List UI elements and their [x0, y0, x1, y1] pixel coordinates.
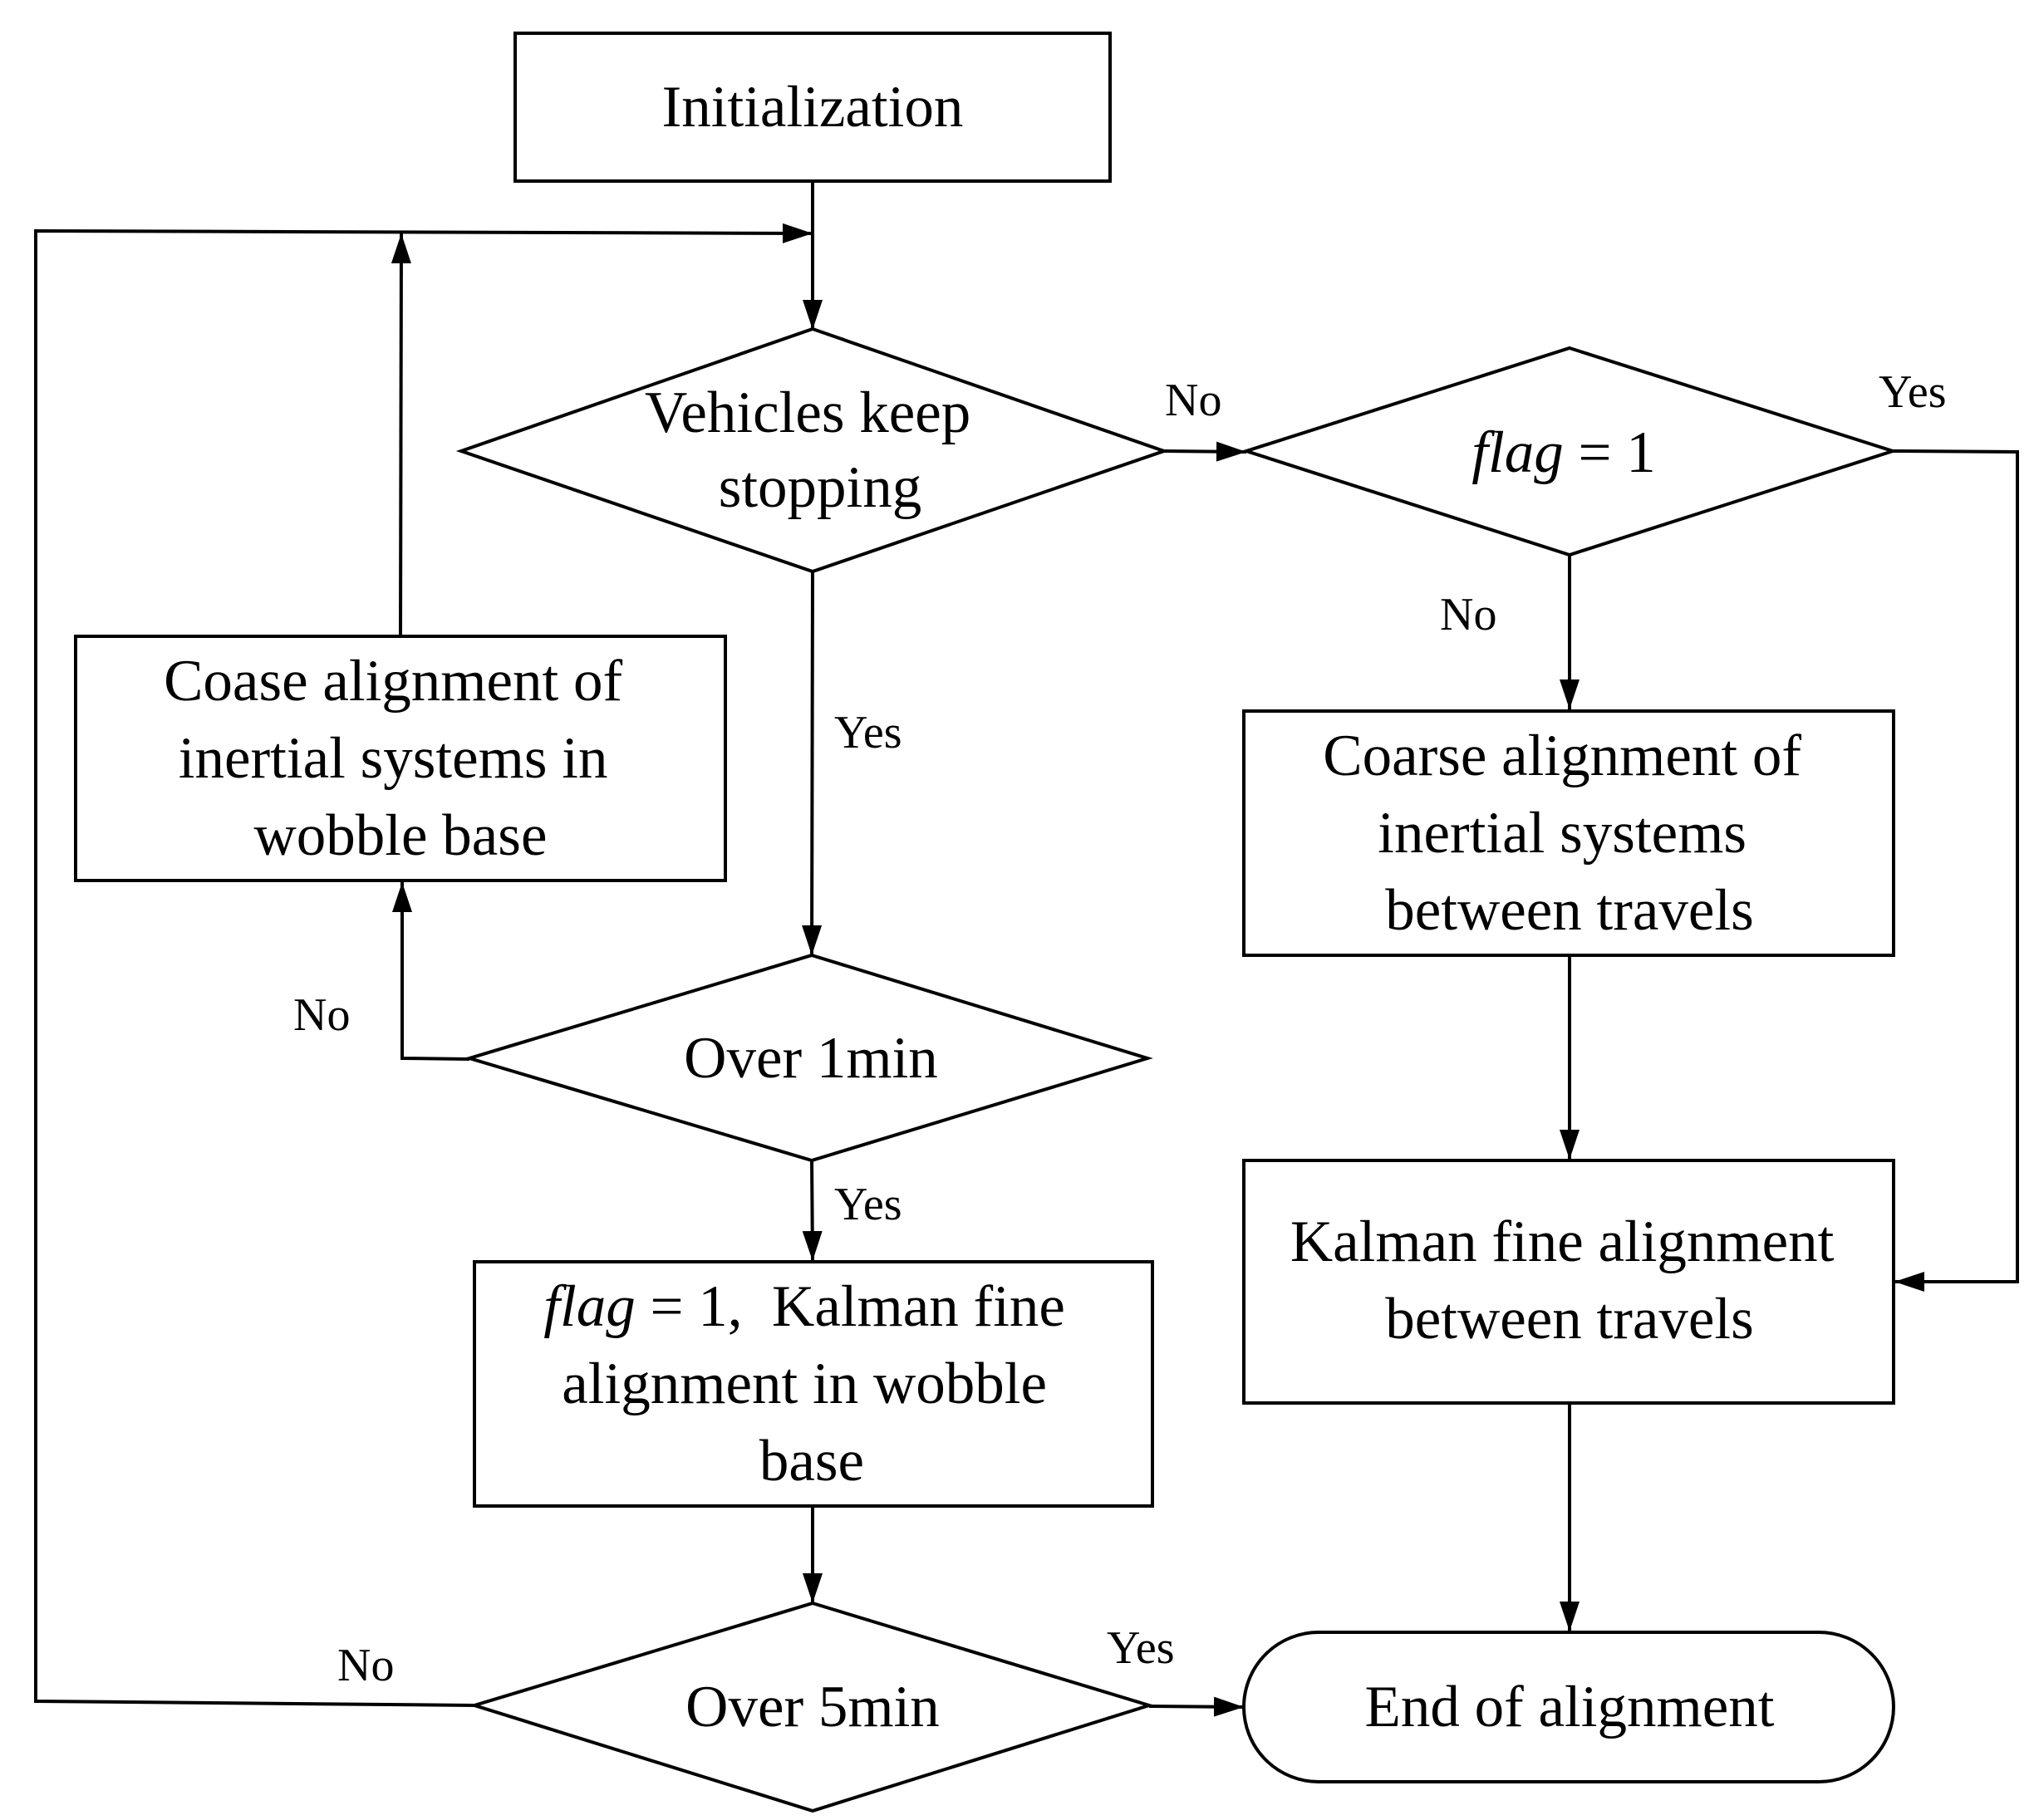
kalman-travel-line-2: between travels: [1385, 1287, 1754, 1352]
edge-vehicles-no: [1163, 441, 1247, 462]
over-1min-label: Over 1min: [684, 1026, 938, 1091]
coase-line-2: inertial systems in: [179, 726, 608, 791]
svg-text:flag = 1, Kalman fine a: flag = 1, Kalman fine alignment in wobbl…: [543, 1274, 1079, 1494]
kalman-line-1: = 1, Kalman fine: [636, 1274, 1065, 1339]
edge-over5-yes: [1148, 1696, 1245, 1717]
svg-text:End of alignment: End of alignment: [1365, 1675, 1775, 1739]
edge-coase-to-loop: [391, 233, 411, 636]
decision-over-1min: Over 1min: [464, 953, 1153, 1163]
edge-over5-no-loop: [34, 223, 813, 1707]
label-vehicles-yes: Yes: [834, 707, 902, 758]
label-over5-no: No: [337, 1640, 394, 1691]
node-coase-alignment-wobble: Coase alignment of inertial systems in w…: [74, 635, 727, 882]
label-over1-no: No: [293, 989, 350, 1041]
node-kalman-wobble: flag = 1, Kalman fine alignment in wobbl…: [473, 1260, 1154, 1508]
svg-text:Vehicles keep stopping: Vehicles keep stopping: [645, 380, 985, 520]
node-coarse-alignment-travels: Coarse alignment of inertial systems bet…: [1242, 709, 1895, 957]
flag-equals-label: = 1: [1564, 420, 1656, 485]
end-label: End of alignment: [1365, 1675, 1775, 1739]
svg-text:Initialization: Initialization: [662, 75, 964, 140]
vehicles-keep-label: Vehicles keep: [645, 380, 970, 445]
terminal-end-of-alignment: End of alignment: [1242, 1631, 1895, 1783]
edges: [34, 182, 2019, 1717]
kalman-line-3: base: [759, 1429, 864, 1494]
label-over5-yes: Yes: [1107, 1622, 1174, 1674]
svg-text:Coarse alignment of iner: Coarse alignment of inertial systems bet…: [1323, 724, 1815, 943]
edge-over1-no: [392, 882, 470, 1061]
stopping-label: stopping: [719, 455, 922, 520]
node-initialization: Initialization: [513, 32, 1112, 183]
coase-line-1: Coase alignment of: [164, 649, 622, 714]
svg-text:Coase alignment of inert: Coase alignment of inertial systems in w…: [164, 649, 637, 868]
flag-italic-label: flag: [1471, 420, 1563, 485]
kalman-flag-italic: flag: [543, 1274, 635, 1339]
over-5min-label: Over 5min: [685, 1675, 940, 1739]
coarse-line-2: inertial systems: [1378, 801, 1747, 866]
edge-labels: No Yes Yes No No Yes No Yes: [293, 366, 1946, 1691]
node-kalman-travels: Kalman fine alignment between travels: [1242, 1159, 1895, 1405]
edge-vehicles-yes: [802, 571, 823, 956]
kalman-line-2: alignment in wobble: [562, 1352, 1047, 1416]
svg-text:flag = 1: flag = 1: [1471, 420, 1656, 485]
decision-flag-equals-1: flag = 1: [1241, 346, 1899, 557]
label-over1-yes: Yes: [834, 1179, 902, 1230]
decision-vehicles-keep-stopping: Vehicles keep stopping: [455, 326, 1170, 574]
coase-line-3: wobble base: [254, 803, 548, 868]
svg-text:Over 5min: Over 5min: [685, 1675, 940, 1739]
kalman-travel-line-1: Kalman fine alignment: [1290, 1209, 1835, 1274]
initialization-label: Initialization: [662, 75, 964, 140]
coarse-line-3: between travels: [1385, 878, 1754, 943]
label-flag-yes: Yes: [1879, 366, 1946, 418]
svg-text:Over 1min: Over 1min: [684, 1026, 938, 1091]
svg-text:Kalman fine alignment be: Kalman fine alignment between travels: [1290, 1209, 1849, 1352]
label-flag-no: No: [1440, 589, 1496, 640]
coarse-line-1: Coarse alignment of: [1323, 724, 1801, 788]
edge-flag-yes: [1892, 449, 2019, 1292]
edge-over1-yes: [802, 1160, 823, 1262]
label-vehicles-no: No: [1165, 375, 1221, 426]
decision-over-5min: Over 5min: [469, 1601, 1155, 1813]
